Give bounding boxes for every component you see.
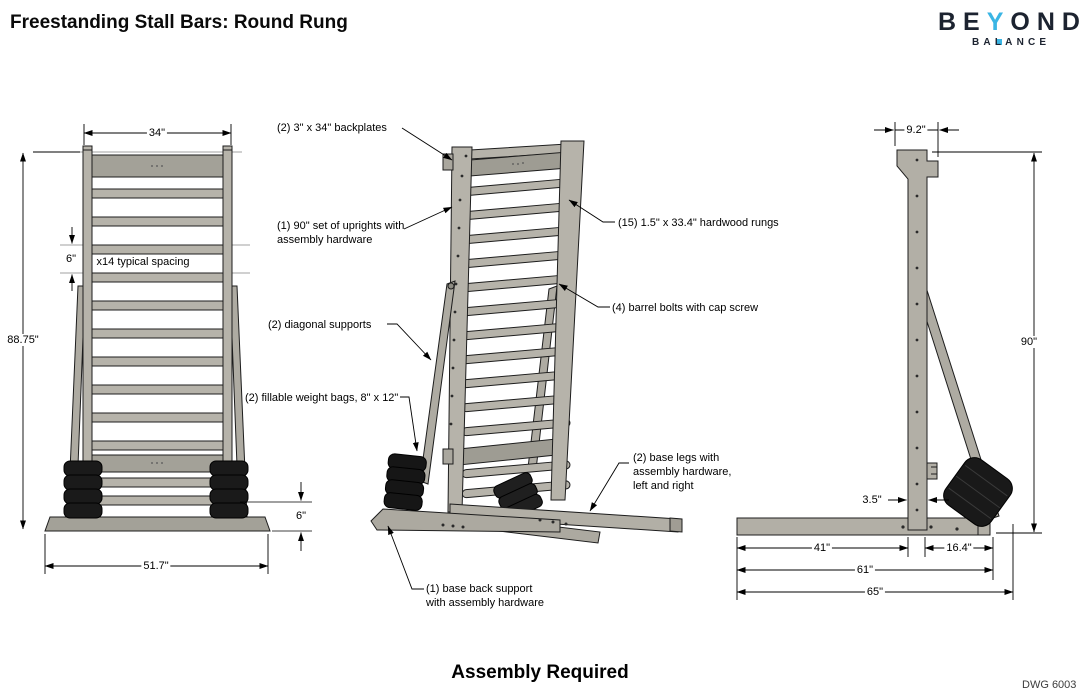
side-height-dim: 90" bbox=[1018, 336, 1040, 348]
front-view-drawing bbox=[33, 145, 271, 532]
front-base-width-dim: 51.7" bbox=[141, 560, 171, 572]
callout-uprights-line2: assembly hardware bbox=[277, 234, 373, 246]
callout-base-legs-line1: (2) base legs with bbox=[633, 452, 720, 464]
assembly-required-note: Assembly Required bbox=[451, 662, 629, 683]
callout-uprights: (1) 90" set of uprights with assembly ha… bbox=[277, 219, 404, 247]
callout-uprights-line1: (1) 90" set of uprights with bbox=[277, 220, 405, 232]
front-rung-spacing-dim: 6" bbox=[63, 253, 79, 265]
logo-text-suffix: OND bbox=[1010, 8, 1080, 36]
callout-weight-bags: (2) fillable weight bags, 8" x 12" bbox=[245, 392, 399, 404]
callout-barrel-bolts: (4) barrel bolts with cap screw bbox=[612, 302, 759, 314]
side-top-depth-dim: 9.2" bbox=[904, 124, 928, 136]
callout-backplates: (2) 3" x 34" backplates bbox=[277, 122, 387, 134]
callout-base-legs-line3: left and right bbox=[633, 480, 694, 492]
side-view-drawing bbox=[736, 149, 1013, 536]
front-base-height-dim: 6" bbox=[293, 510, 309, 522]
callout-base-back-line1: (1) base back support bbox=[426, 583, 533, 595]
side-upright-depth-dim: 3.5" bbox=[860, 494, 884, 506]
callout-base-legs: (2) base legs with assembly hardware, le… bbox=[633, 451, 731, 493]
page-title: Freestanding Stall Bars: Round Rung bbox=[10, 12, 348, 33]
logo-text-prefix: BE bbox=[938, 8, 987, 36]
logo-dot-icon bbox=[996, 39, 1002, 45]
side-mid-length-dim: 61" bbox=[854, 564, 876, 576]
side-total-length-dim: 65" bbox=[864, 586, 886, 598]
callout-diagonal-supports: (2) diagonal supports bbox=[268, 319, 372, 331]
callout-leader-lines bbox=[387, 127, 629, 590]
callout-base-legs-line2: assembly hardware, bbox=[633, 466, 732, 478]
side-front-length-dim: 41" bbox=[811, 542, 833, 554]
logo-accent-letter: Y bbox=[986, 8, 1011, 36]
drawing-number: DWG 6003 bbox=[1022, 679, 1077, 691]
callout-base-back-support: (1) base back support with assembly hard… bbox=[426, 582, 544, 610]
front-width-dim: 34" bbox=[146, 127, 168, 139]
beyond-balance-logo: BEYOND BALANCE bbox=[938, 8, 1080, 48]
perspective-view-drawing bbox=[370, 140, 683, 544]
callout-rungs: (15) 1.5" x 33.4" hardwood rungs bbox=[618, 217, 779, 229]
callout-base-back-line2: with assembly hardware bbox=[426, 597, 544, 609]
front-spacing-note: x14 typical spacing bbox=[94, 256, 192, 268]
side-back-length-dim: 16.4" bbox=[944, 542, 974, 554]
logo-subtitle: BALANCE bbox=[972, 37, 1051, 48]
front-height-dim: 88.75" bbox=[5, 334, 41, 346]
